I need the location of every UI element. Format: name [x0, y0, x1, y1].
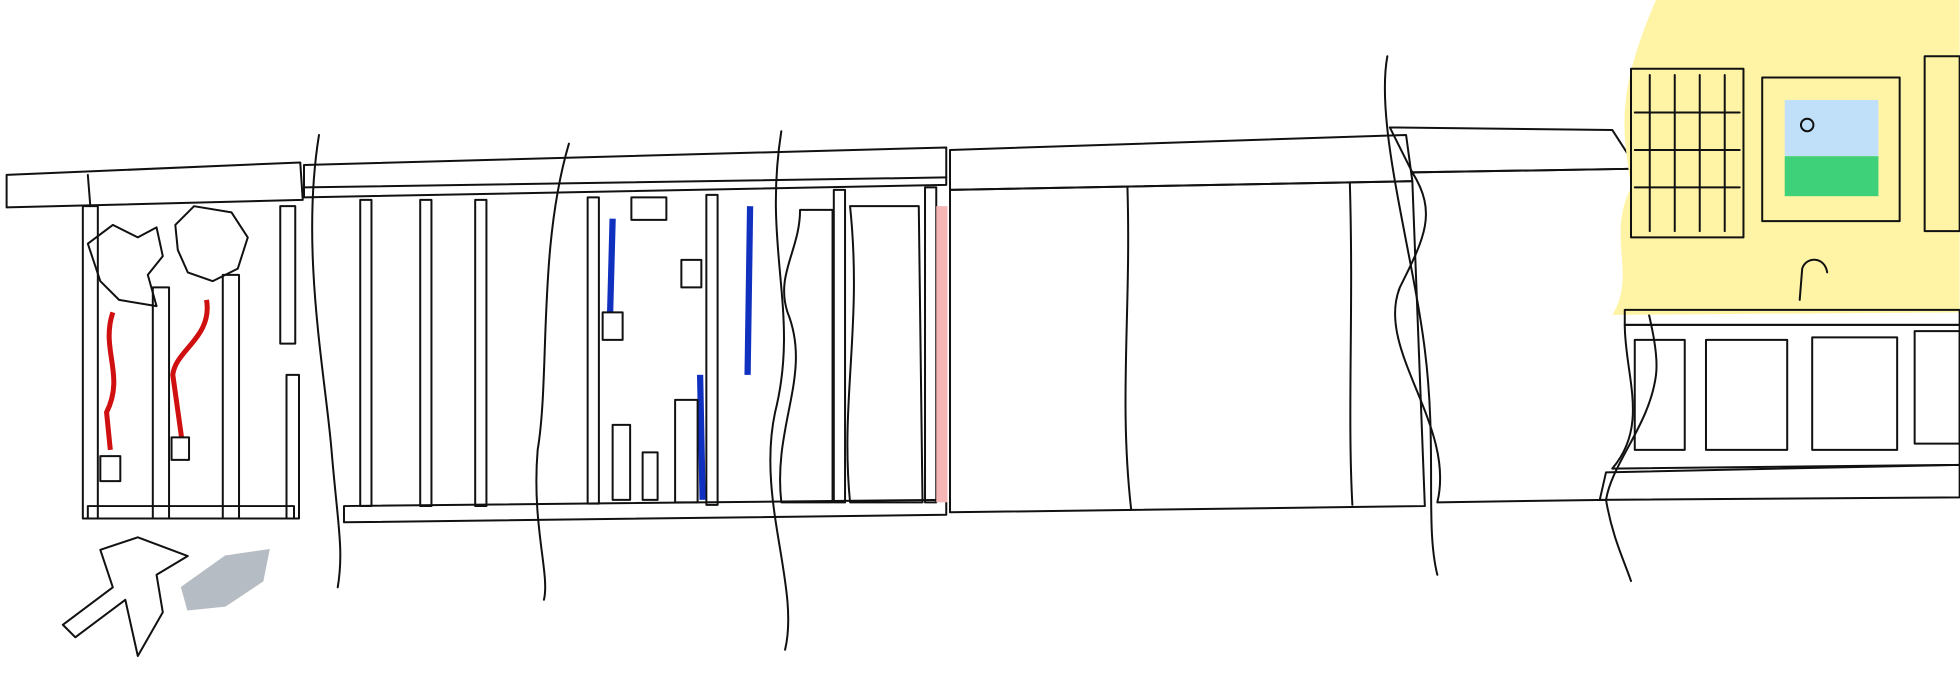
stud	[586, 196, 600, 505]
old-stud	[279, 205, 297, 345]
new-framing	[303, 146, 948, 524]
dishwasher	[1913, 330, 1960, 445]
kitchen-section	[1598, 0, 1960, 501]
picture-sun	[1799, 117, 1815, 133]
debris-gray	[180, 549, 270, 611]
wire-red	[104, 311, 117, 451]
insulation-section	[779, 186, 948, 504]
picture-grass	[1784, 156, 1879, 197]
old-bottom-plate	[86, 505, 296, 520]
old-header-beam	[5, 161, 304, 209]
window	[1630, 67, 1745, 239]
picture-frame	[1761, 76, 1901, 223]
drywall-section	[949, 133, 1426, 514]
stud	[832, 188, 847, 504]
outlet-box	[170, 436, 191, 461]
pipe-blue	[744, 206, 754, 375]
brick-band	[1388, 126, 1639, 174]
debris-blue	[86, 223, 164, 308]
insulation-batt	[779, 208, 834, 504]
stud	[419, 198, 433, 508]
picture-sky	[1784, 99, 1879, 157]
section-dividers	[311, 55, 1633, 651]
insulation-batt	[936, 206, 948, 503]
old-stud	[221, 273, 241, 520]
outlet-box	[99, 455, 122, 483]
bottom-plate	[342, 498, 948, 524]
insulation-batt	[846, 205, 924, 504]
floor	[1598, 463, 1960, 501]
brick-section	[1388, 126, 1658, 504]
tank	[674, 398, 699, 504]
cabinets	[1611, 323, 1960, 470]
stud	[359, 198, 373, 508]
pipe-blue	[696, 374, 706, 500]
old-stud	[285, 373, 301, 520]
top-plate	[303, 146, 948, 199]
outlet-box	[680, 258, 703, 289]
old-framing	[5, 161, 304, 658]
tank	[611, 423, 632, 501]
brick-wall	[1394, 167, 1658, 504]
wire-red	[170, 299, 210, 438]
stud	[924, 186, 938, 504]
drywall-panel	[949, 180, 1426, 514]
debris-green	[61, 536, 189, 658]
tank	[641, 451, 659, 501]
stud	[705, 193, 719, 506]
faucet	[1798, 258, 1829, 301]
debris-blue	[174, 205, 249, 283]
outlet-box	[601, 311, 624, 341]
stud	[474, 198, 488, 508]
outlet-box	[630, 196, 668, 221]
pipe-blue	[607, 218, 616, 313]
old-stud	[151, 286, 171, 520]
